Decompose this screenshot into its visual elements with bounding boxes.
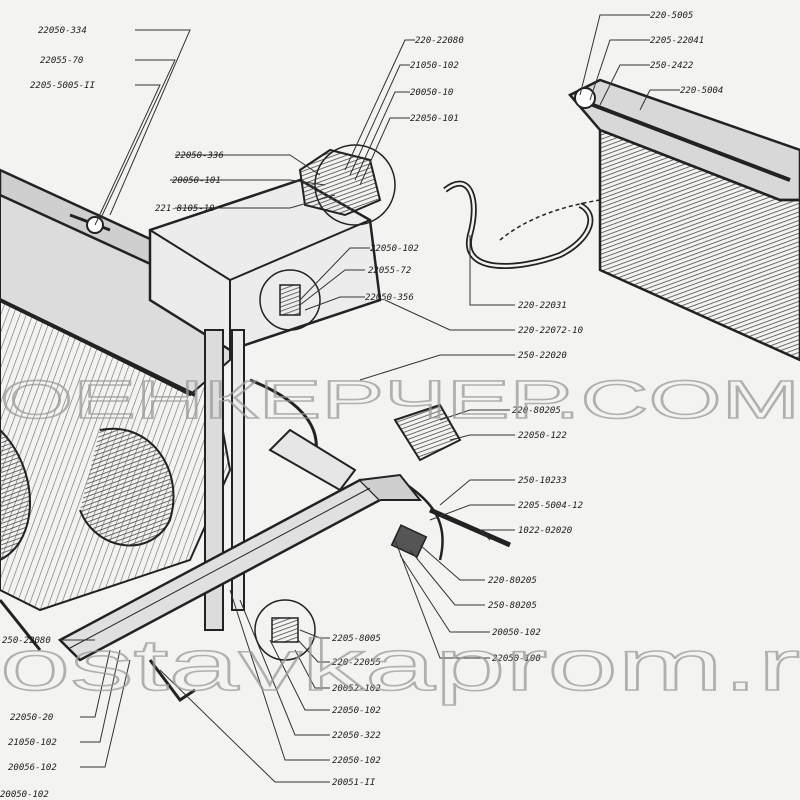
- part-label: 22050-336: [175, 151, 224, 161]
- part-label: 250-2422: [650, 61, 693, 71]
- part-label: 250-22020: [518, 351, 567, 361]
- part-label: 250-22080: [2, 636, 51, 646]
- wheel-arch: [79, 427, 175, 547]
- part-label: 220-5004: [680, 86, 723, 96]
- part-label: 220-80205: [512, 406, 561, 416]
- part-label: 22055-72: [368, 266, 411, 276]
- part-label: 220-5005: [650, 11, 693, 21]
- part-label: 220-22072-10: [518, 326, 583, 336]
- part-label: 1022-02020: [518, 526, 572, 536]
- part-label: 22050-322: [332, 731, 381, 741]
- top-right-box: [568, 78, 800, 362]
- part-label: 22050-122: [518, 431, 567, 441]
- part-label: 250-10233: [518, 476, 567, 486]
- part-label: 221-8105-10: [155, 204, 215, 214]
- part-label: 2205-5004-12: [518, 501, 583, 511]
- junction-block: [390, 524, 428, 558]
- watermark-top: ОЕНКЕРЧЕР.COM: [0, 370, 800, 430]
- hose-loop: [443, 180, 601, 269]
- leader-lines: [60, 14, 680, 783]
- part-label: 2205-22041: [650, 36, 704, 46]
- part-label: 22050-102: [332, 706, 381, 716]
- part-label: 250-80205: [488, 601, 537, 611]
- part-label: 22050-100: [492, 654, 541, 664]
- watermark-bottom: ostavkaprom.r: [0, 626, 800, 706]
- part-label: 22055-70: [40, 56, 83, 66]
- part-label: 220-22055: [332, 658, 381, 668]
- part-label: 21050-102: [410, 61, 459, 71]
- part-label: 20056-102: [8, 763, 57, 773]
- part-label: 20052-102: [332, 684, 381, 694]
- part-label: 22050-20: [10, 713, 53, 723]
- tank-cap: [298, 148, 382, 217]
- part-label: 20050-102: [0, 790, 49, 800]
- part-labels: 22050-334 22055-70 2205-5005-II 22050-33…: [0, 11, 723, 800]
- part-label: 2205-5005-II: [30, 81, 96, 91]
- tank-box: [148, 144, 396, 352]
- part-label: 20050-102: [492, 628, 541, 638]
- part-label: 20051-II: [332, 778, 376, 788]
- part-label: 21050-102: [8, 738, 57, 748]
- part-label: 22050-102: [332, 756, 381, 766]
- part-label: 20050-101: [172, 176, 221, 186]
- part-label: 22050-334: [38, 26, 87, 36]
- part-label: 22050-356: [365, 293, 414, 303]
- part-label: 220-22031: [518, 301, 567, 311]
- body-panel-left: [0, 178, 232, 651]
- part-label: 2205-8005: [332, 634, 381, 644]
- detail-circle-1: [259, 269, 321, 331]
- part-label: 20050-10: [410, 88, 453, 98]
- part-label: 22050-101: [410, 114, 459, 124]
- part-label: 22050-102: [370, 244, 419, 254]
- lower-tube: [57, 473, 423, 703]
- part-label: 220-22080: [415, 36, 464, 46]
- part-label: 220-80205: [488, 576, 537, 586]
- detail-circle-3: [254, 599, 316, 661]
- box-bolt: [574, 87, 596, 109]
- detail-circle-2: [314, 144, 396, 226]
